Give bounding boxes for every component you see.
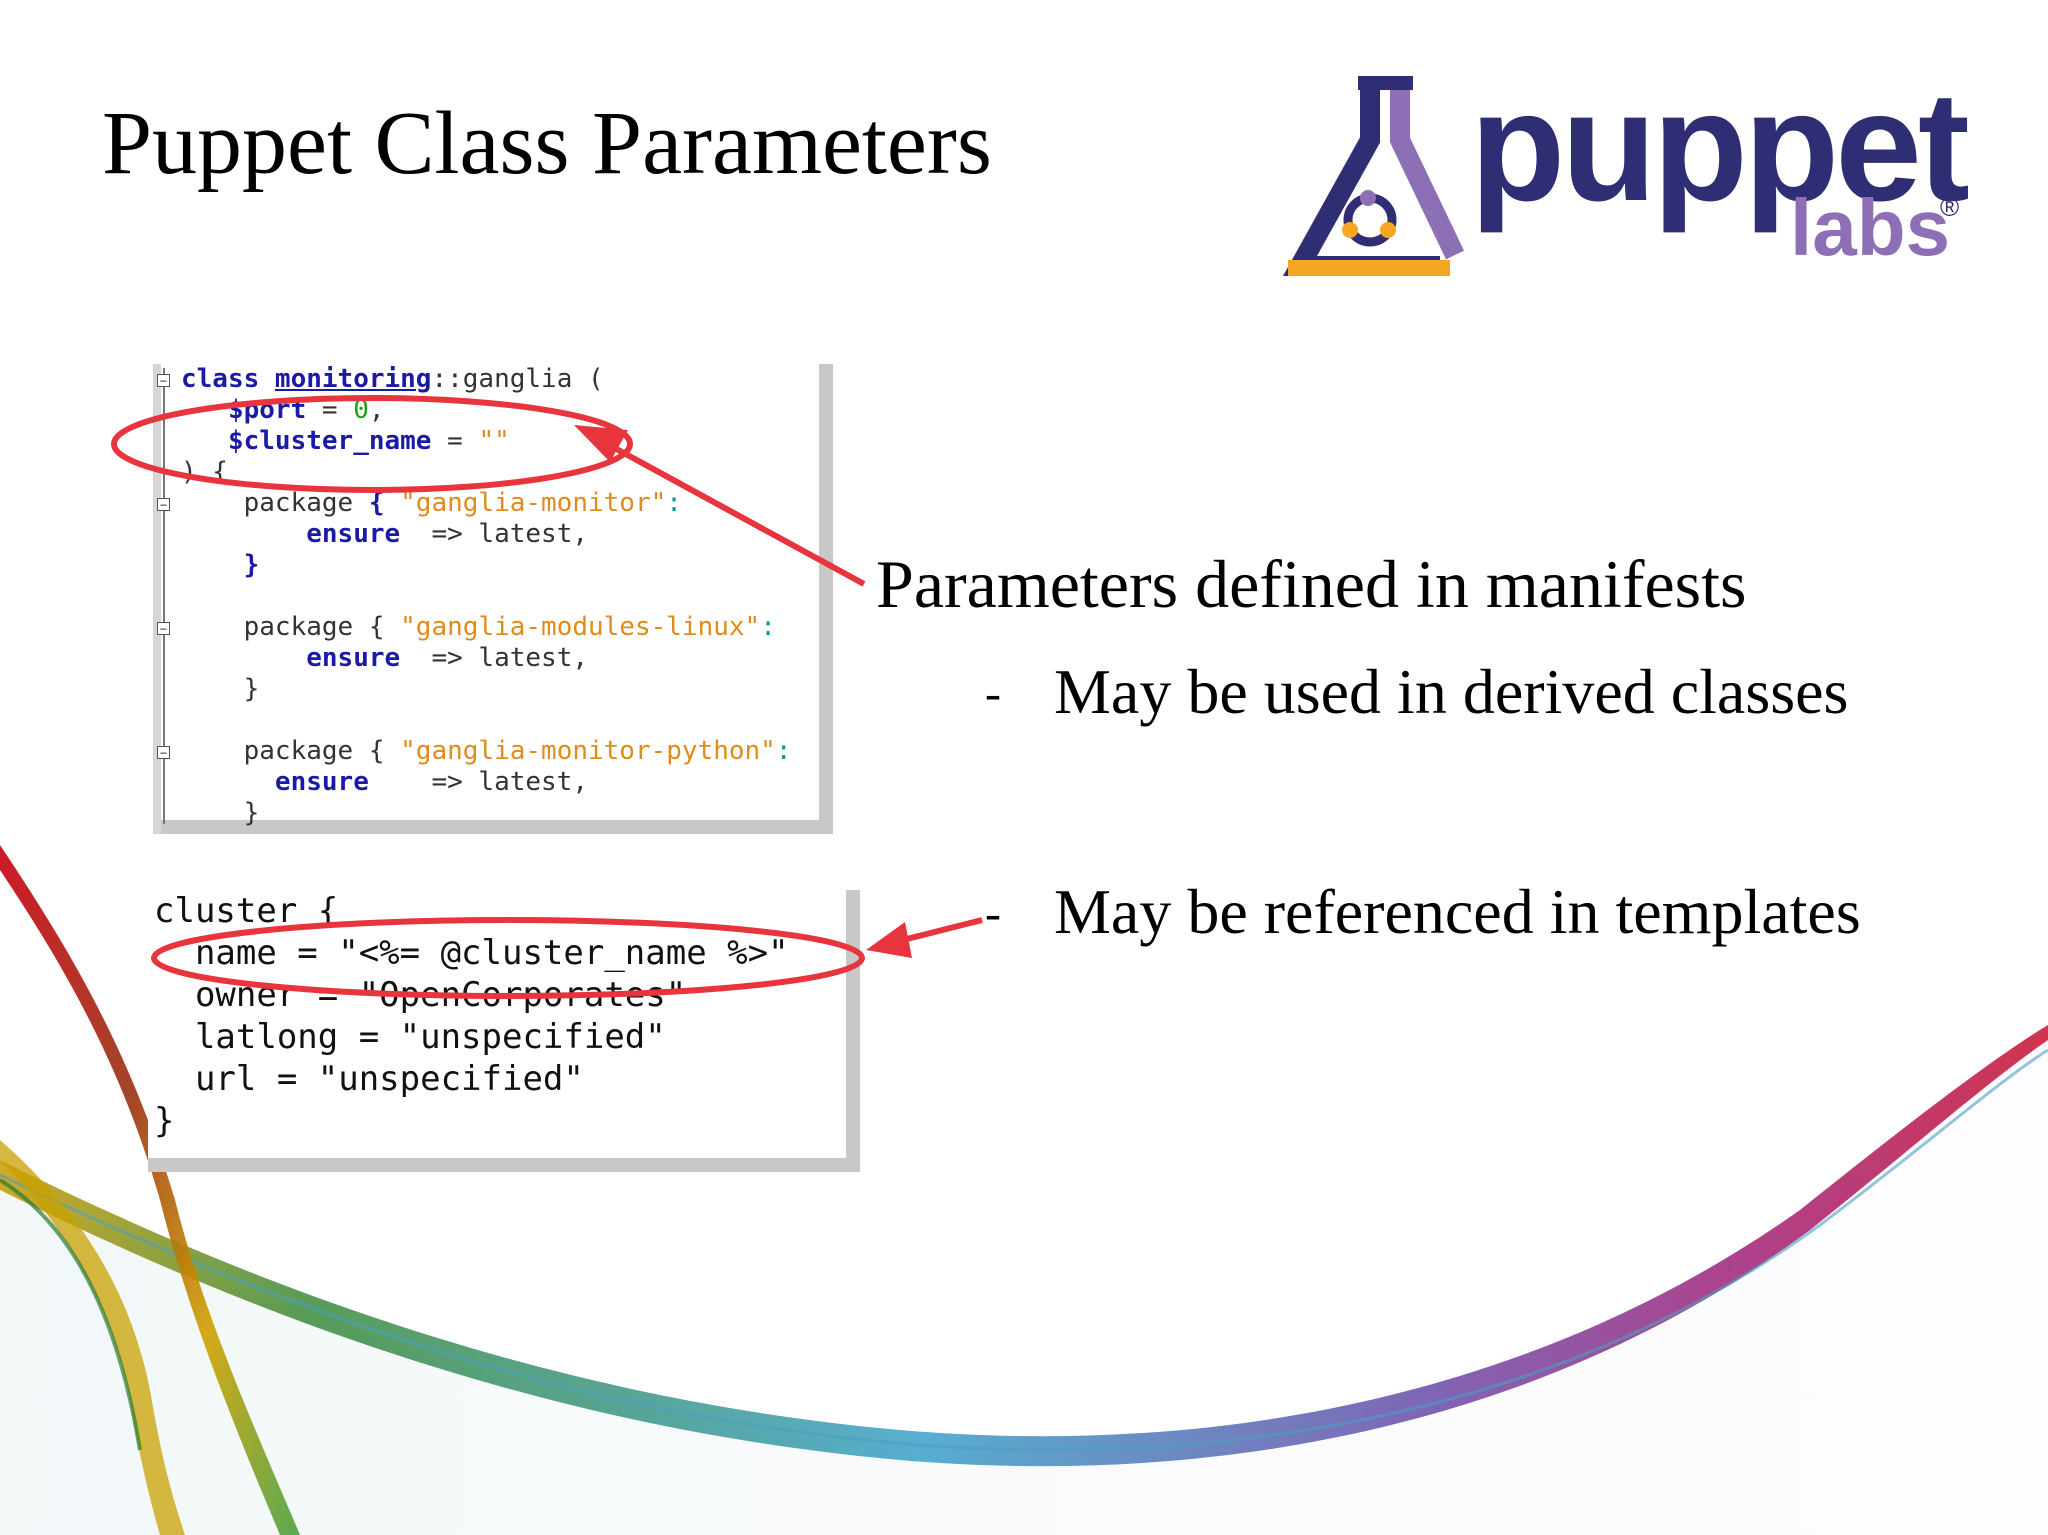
code-token: } — [181, 674, 260, 704]
code-token: "" — [478, 426, 510, 456]
logo-wordmark: puppet — [1470, 60, 1970, 234]
code-line: } — [181, 798, 792, 829]
highlight-ellipse — [111, 395, 633, 493]
arrowhead-icon — [574, 425, 628, 462]
annotation-arrow — [598, 437, 866, 587]
fold-toggle-icon: − — [157, 746, 170, 759]
code-token: 0 — [353, 395, 369, 425]
code-line: cluster { — [154, 891, 339, 931]
code-line: } — [181, 674, 792, 705]
template-code: cluster { name = "<%= @cluster_name %>" … — [154, 890, 789, 1142]
code-token: package { — [181, 736, 401, 766]
code-token: , — [368, 395, 385, 425]
fold-line — [163, 368, 177, 824]
puppet-labs-logo: puppet labs ® — [1270, 60, 1970, 280]
code-gutter — [153, 364, 161, 834]
code-line: latlong = "unspecified" — [154, 1017, 666, 1057]
code-token: { — [368, 488, 385, 518]
arrowhead-icon — [866, 922, 912, 958]
code-line: url = "unspecified" — [154, 1059, 584, 1099]
code-token: : — [666, 488, 682, 518]
code-token: } — [243, 550, 260, 580]
flask-icon — [1283, 76, 1465, 276]
code-token: "ganglia-modules-linux" — [400, 612, 761, 642]
code-token: : — [775, 736, 792, 766]
code-line: $cluster_name = "" — [181, 426, 792, 457]
template-code-panel: cluster { name = "<%= @cluster_name %>" … — [148, 890, 860, 1172]
code-token: => latest, — [368, 767, 588, 797]
code-token: => latest, — [400, 519, 588, 549]
fold-toggle-icon: − — [157, 622, 170, 635]
code-token: ensure — [306, 519, 401, 549]
code-token: ::ganglia ( — [431, 364, 604, 394]
code-line: package { "ganglia-monitor-python": — [181, 736, 792, 767]
code-token: ensure — [306, 643, 401, 673]
code-line: package { "ganglia-monitor": — [181, 488, 792, 519]
code-token: package { — [181, 612, 401, 642]
fold-toggle-icon: − — [157, 498, 170, 511]
annotation-arrow — [894, 917, 983, 945]
code-token: : — [760, 612, 776, 642]
code-token: = — [431, 426, 479, 456]
code-line: ensure => latest, — [181, 643, 792, 674]
slide-title: Puppet Class Parameters — [102, 94, 992, 193]
code-line: package { "ganglia-modules-linux": — [181, 612, 792, 643]
manifest-code: class monitoring::ganglia ( $port = 0, $… — [181, 364, 792, 829]
code-token: package — [181, 488, 369, 518]
code-token: $cluster_name — [227, 426, 432, 456]
code-line: } — [154, 1101, 175, 1141]
code-line: class monitoring::ganglia ( — [181, 364, 792, 395]
code-line: } — [181, 550, 792, 581]
logo-subword: labs — [1790, 183, 1951, 272]
code-line: ensure => latest, — [181, 767, 792, 798]
code-token: class — [181, 364, 275, 394]
bullet-heading: Parameters defined in manifests — [876, 546, 1747, 622]
bullet-item: May be used in derived classes — [1054, 656, 1849, 727]
bullet-marker: - — [985, 887, 1001, 940]
code-token: "ganglia-monitor-python" — [400, 736, 776, 766]
code-token: "ganglia-monitor" — [384, 488, 667, 518]
code-line: ensure => latest, — [181, 519, 792, 550]
code-token: => latest, — [400, 643, 588, 673]
bullet-item: May be referenced in templates — [1054, 876, 1861, 947]
code-token: monitoring — [274, 364, 432, 394]
fold-toggle-icon: − — [157, 374, 170, 387]
code-token: = — [306, 395, 354, 425]
logo-registered-mark: ® — [1940, 192, 1960, 222]
highlight-ellipse — [151, 917, 865, 999]
code-token: ensure — [274, 767, 369, 797]
manifest-code-panel: − − − − class monitoring::ganglia ( $por… — [153, 364, 833, 834]
code-token: } — [181, 798, 260, 828]
bullet-marker: - — [985, 667, 1001, 720]
